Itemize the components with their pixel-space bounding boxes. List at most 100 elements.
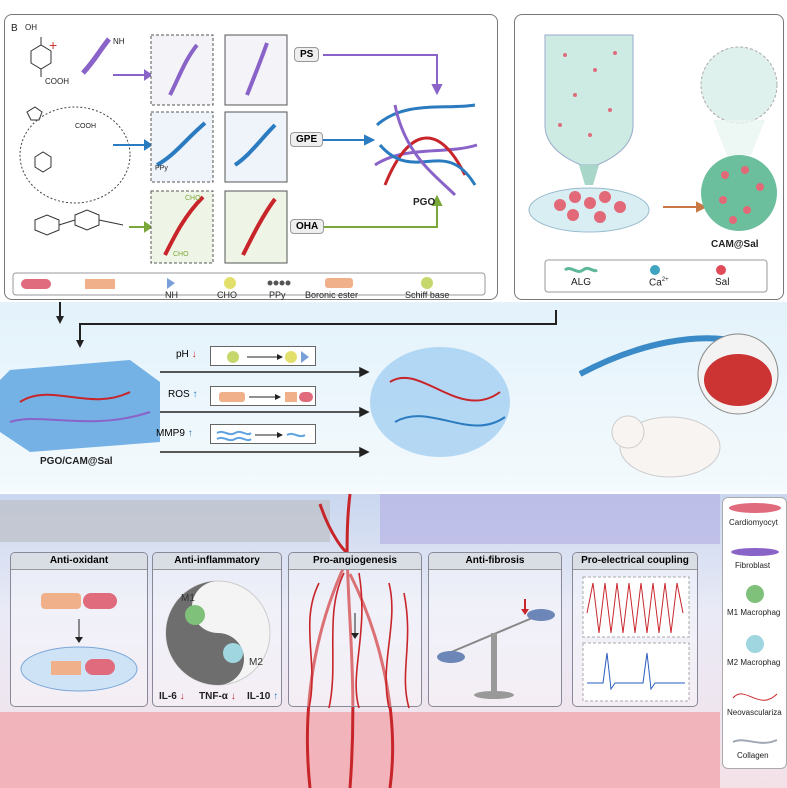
panel-pro-electrical-coupling: Pro-electrical coupling [572,552,698,707]
fibroblast-layer [380,494,720,544]
schiff-base-icon [421,277,433,289]
hydrogel-label: PGO/CAM@Sal [40,456,113,467]
anti-inflammatory-drawing [165,580,271,686]
stimulus-ph-box [210,346,316,366]
label-cho-bottom: CHO [173,251,189,258]
stimulus-ph: pH ↓ [176,349,197,360]
fibroblast-heavy [437,651,465,663]
m2-icon [746,635,764,653]
m1-icon [746,585,764,603]
cam-microsphere [701,155,777,231]
collagen-icon [732,739,778,744]
stimulus-mmp9: MMP9 ↑ [156,428,193,439]
nh2-icon [167,278,175,289]
petri-dish [528,187,650,233]
gallic-molecule [34,151,52,173]
synthesis-panel: + [4,14,498,300]
ps-ribbon [81,37,111,75]
synthesis-legend-bar [12,272,486,296]
catechol-icon [21,279,51,289]
pgo-cam-hydrogel-cube [0,360,160,452]
legend-m2: M2 Macrophag [727,658,781,667]
plus-sign: + [49,37,57,53]
collagen-layer [0,500,330,542]
legend-cho: CHO [217,290,237,300]
panel-title-anti-oxidant: Anti-oxidant [11,553,147,570]
stimulus-ros: ROS ↑ [168,389,198,400]
angiogenesis-drawing [308,572,410,709]
ca-icon [650,265,660,275]
rat-body [619,416,721,478]
boronic-icon [85,279,115,289]
cam-zoom-circle [700,46,778,124]
anti-oxidant-drawing [20,593,138,692]
alg-icon [564,266,598,273]
label-nh2: NH [113,37,125,46]
panel-title-pro-angiogenesis: Pro-angiogenesis [289,553,421,570]
cam-legend-bar [544,259,768,293]
degradation-drawing [0,302,779,478]
legend-schiff-base: Schiff base [405,290,450,300]
cam-legend-alg: ALG [571,277,592,288]
oha-chain [34,209,124,236]
ps-tag: PS [294,47,320,62]
legend-fibroblast: Fibroblast [735,561,771,570]
cam-panel: CAM@Sal ALG Ca2+ Sal [514,14,784,300]
cytokine-tnf: TNF-α ↓ [199,691,236,702]
oha-tag: OHA [290,219,325,234]
heart-tissue [704,354,772,406]
cho-icon [224,277,236,289]
cell-legend-icons [729,503,781,744]
neovascular-network [305,493,395,788]
boronic-ester-icon [325,278,353,288]
sal-icon [716,265,726,275]
panel-anti-fibrosis: Anti-fibrosis [428,552,562,707]
legend-neovascularization: Neovasculariza [727,708,782,717]
degraded-hydrogel [370,347,510,457]
electrical-drawing [582,576,690,702]
cardiomyocyte-icon [729,503,781,513]
degradation-band: PGO/CAM@Sal pH ↓ ROS ↑ MMP9 ↑ [0,302,787,492]
label-cho-top: CHO [185,195,201,202]
stimulus-mmp9-box [210,424,316,444]
legend-collagen: Collagen [737,751,769,760]
gpe-tag: GPE [290,132,324,147]
neovascularization-icon [732,693,778,701]
legend-ppy: PPy [269,290,286,300]
fibroblast-light [527,609,555,621]
fibroblast-icon [731,548,779,556]
rat-head [611,415,645,449]
label-oh: OH [25,23,37,32]
ppy-icon [267,280,291,286]
boronic-acid-molecule [30,37,52,77]
m1-macrophage-icon [185,605,205,625]
label-cooh: COOH [75,123,96,130]
panel-pro-angiogenesis: Pro-angiogenesis [288,552,422,709]
panel-anti-oxidant: Anti-oxidant [10,552,148,707]
legend-cardiomyocyte: Cardiomyocyt [729,518,778,527]
legend-nh2: NH [165,290,178,300]
pyrrole-molecule [26,106,43,121]
cam-drawing [528,34,778,293]
cam-legend-sal: Sal [715,277,730,288]
m2-macrophage-icon [223,643,243,663]
syringe-barrel [544,34,634,166]
panel-title-pro-electrical-coupling: Pro-electrical coupling [573,553,697,570]
panel-title-anti-fibrosis: Anti-fibrosis [429,553,561,570]
reaction-cycle [19,106,131,204]
panel-title-anti-inflammatory: Anti-inflammatory [153,553,281,570]
therapy-band [0,493,787,788]
cytokine-il6: IL-6 ↓ [159,691,185,702]
stimulus-ros-box [210,386,316,406]
legend-boronic-ester: Boronic ester [305,290,359,300]
tissue-drawing [0,493,720,788]
synthesis-drawing: + [12,34,486,296]
legend-m1: M1 Macrophag [727,608,781,617]
cytokine-il10: IL-10 ↑ [247,691,279,702]
pgo-network [374,103,478,197]
cardiomyocyte-layer [0,712,720,788]
panel-anti-inflammatory: Anti-inflammatory M1 M2 IL-6 ↓ TNF-α ↓ I… [152,552,282,707]
cam-legend-ca: Ca2+ [649,277,669,289]
syringe-nozzle [579,165,599,185]
label-b: B [11,23,18,34]
